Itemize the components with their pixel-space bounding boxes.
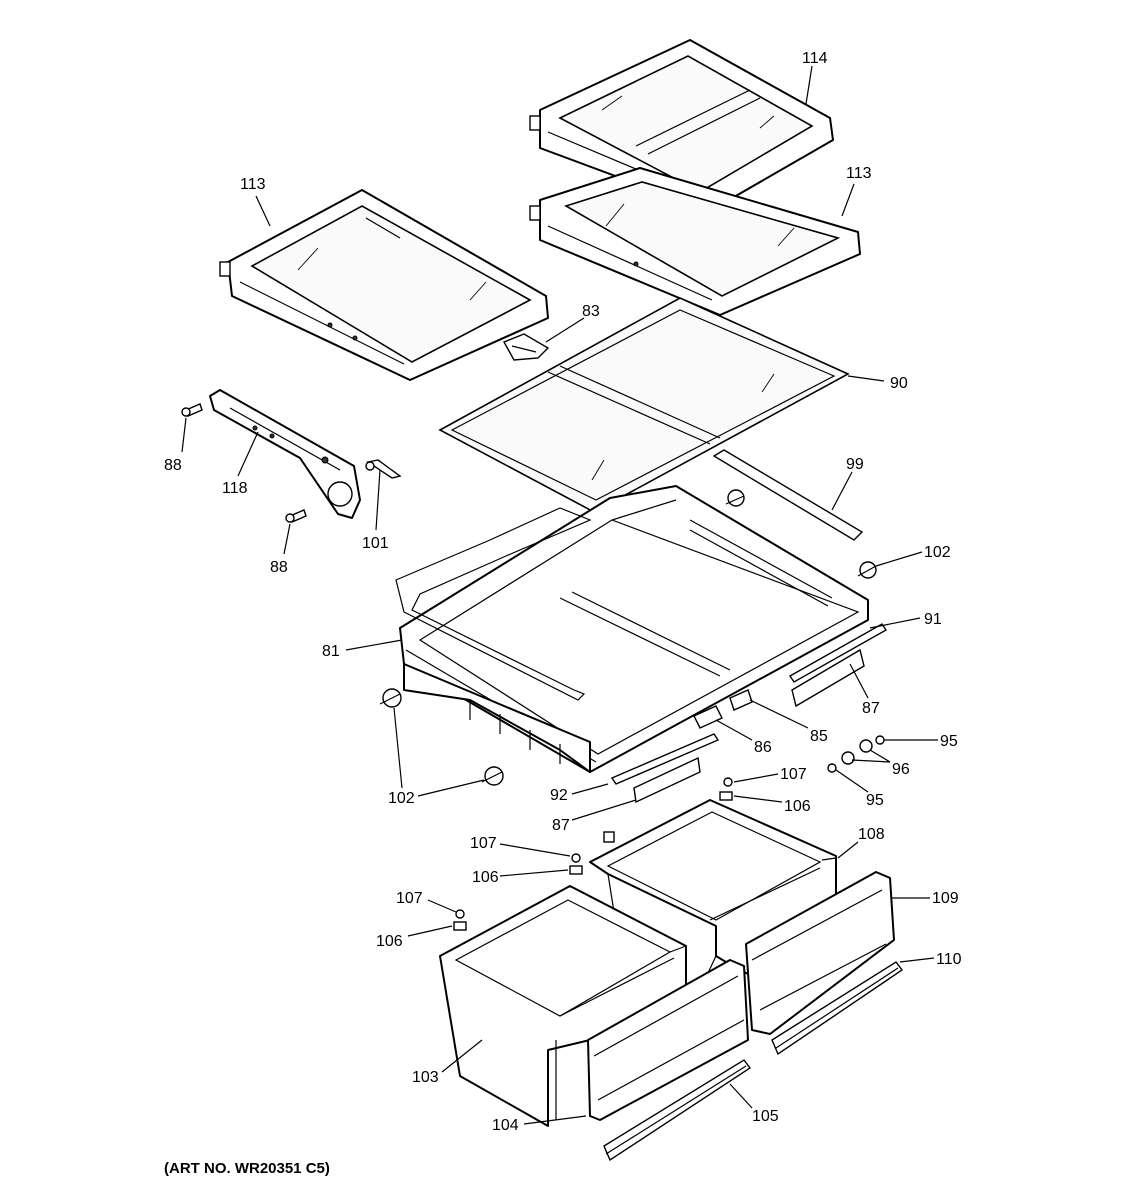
callout-102-right: 102 [924, 544, 951, 561]
callout-109: 109 [932, 890, 959, 907]
knob-102-left-lower [481, 766, 504, 786]
screw-95-bottom [827, 763, 837, 773]
screw-95-top [875, 735, 885, 745]
shelf-114 [529, 39, 834, 213]
callout-95-bottom: 95 [866, 792, 884, 809]
slide-106-left [453, 921, 467, 931]
callout-83: 83 [582, 303, 600, 320]
callout-107-right: 107 [780, 766, 807, 783]
callout-113-left: 113 [240, 176, 266, 193]
shelf-113-left [219, 189, 549, 381]
callout-87-left: 87 [552, 817, 570, 834]
cap-107-left [455, 909, 465, 919]
callout-81: 81 [322, 643, 340, 660]
callout-114: 114 [802, 50, 828, 67]
callout-99: 99 [846, 456, 864, 473]
callout-113-right: 113 [846, 165, 872, 182]
bracket-87-right [791, 648, 865, 708]
callout-106-right: 106 [784, 798, 811, 815]
callout-85: 85 [810, 728, 828, 745]
bracket-87-left [633, 756, 701, 804]
knob-102-right [857, 561, 877, 579]
clip-83 [503, 333, 550, 361]
callout-91: 91 [924, 611, 942, 628]
slide-106-right [719, 791, 733, 801]
crisper-cover-81 [399, 485, 869, 773]
knob-102-left-upper [379, 688, 402, 708]
callout-102-left: 102 [388, 790, 415, 807]
callout-105: 105 [752, 1108, 779, 1125]
callout-101: 101 [362, 535, 389, 552]
art-number: (ART NO. WR20351 C5) [164, 1160, 330, 1177]
trim-strip-99 [712, 449, 864, 541]
part-86 [693, 705, 723, 729]
cap-107-right [723, 777, 733, 787]
callout-103: 103 [412, 1069, 439, 1086]
drawer-front-104 [587, 959, 749, 1121]
callout-106-mid: 106 [472, 869, 499, 886]
callout-107-left: 107 [396, 890, 423, 907]
slide-106-mid [569, 865, 583, 875]
callout-107-mid: 107 [470, 835, 497, 852]
shelf-113-right [529, 167, 861, 316]
washer-96 [841, 739, 873, 765]
callout-88-bottom: 88 [270, 559, 288, 576]
callout-88-top: 88 [164, 457, 182, 474]
callout-labels: 114 113 113 83 90 88 118 101 88 99 102 8… [164, 50, 962, 1134]
callout-95-top: 95 [940, 733, 958, 750]
callout-104: 104 [492, 1117, 519, 1134]
callout-92: 92 [550, 787, 568, 804]
callout-90: 90 [890, 375, 908, 392]
handle-105 [603, 1059, 752, 1162]
strip-91 [788, 623, 888, 683]
bracket-118 [209, 389, 361, 519]
strip-92 [610, 733, 720, 785]
slide-extra [603, 831, 615, 843]
callout-106-left: 106 [376, 933, 403, 950]
knob-102-top [725, 489, 745, 507]
callout-86: 86 [754, 739, 772, 756]
leader-lines [181, 65, 938, 1125]
screw-88-bottom [285, 509, 307, 523]
callout-108: 108 [858, 826, 885, 843]
callout-118: 118 [222, 480, 248, 497]
callout-110: 110 [936, 951, 962, 968]
glass-shelf-90 [438, 297, 850, 513]
screw-88-top [181, 403, 203, 417]
part-85 [729, 689, 753, 711]
callout-96: 96 [892, 761, 910, 778]
gasket [395, 507, 592, 701]
drawer-front-109 [745, 871, 895, 1035]
clip-101 [365, 459, 402, 479]
handle-110 [771, 961, 904, 1056]
callout-87-right: 87 [862, 700, 880, 717]
cap-107-mid [571, 853, 581, 863]
